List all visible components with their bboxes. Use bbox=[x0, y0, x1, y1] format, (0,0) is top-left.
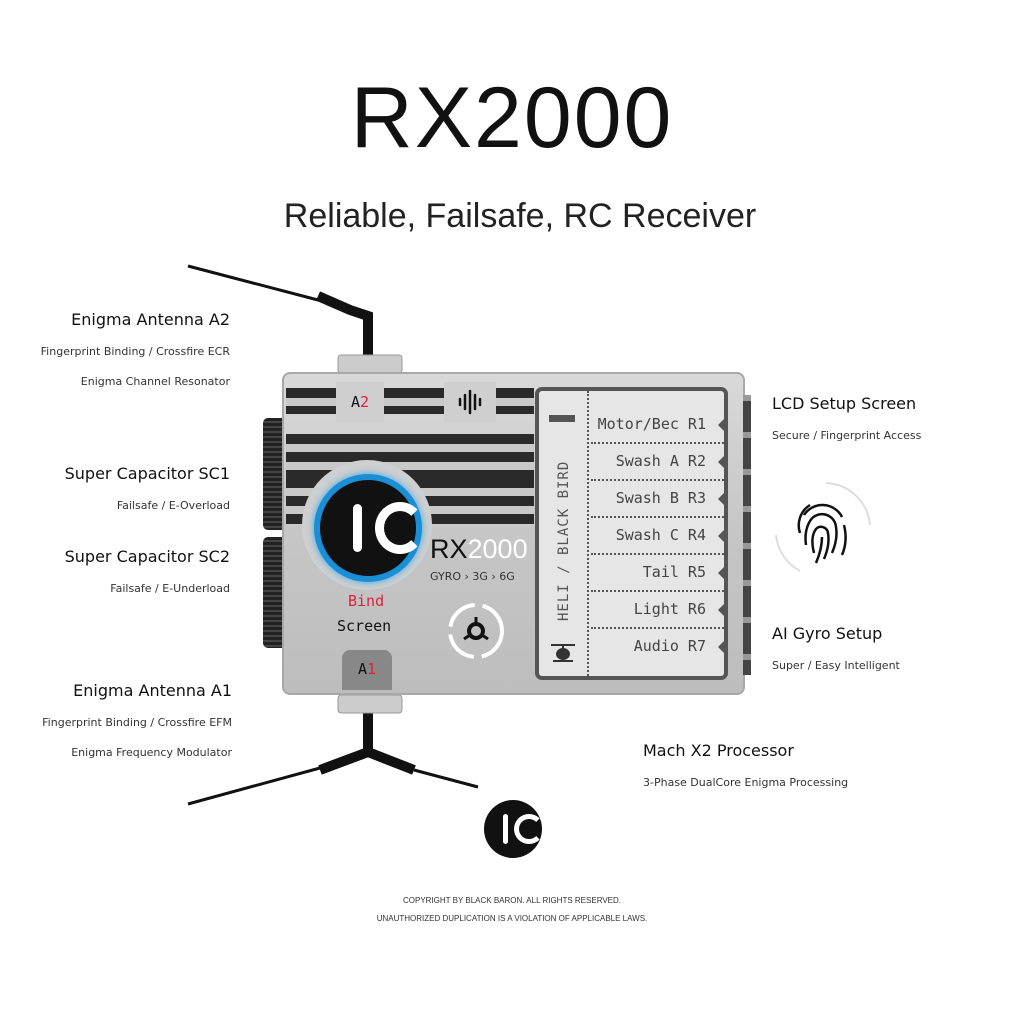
callout-a1-line1: Fingerprint Binding / Crossfire EFM bbox=[42, 716, 232, 729]
channel-row[interactable]: Swash C R4 bbox=[591, 518, 724, 555]
a1-port-label: A1 bbox=[342, 650, 392, 690]
logo-icon bbox=[353, 504, 362, 552]
audio-wave-icon bbox=[444, 382, 496, 422]
channel-row[interactable]: Swash B R3 bbox=[591, 481, 724, 518]
callout-sc1-title: Super Capacitor SC1 bbox=[64, 464, 230, 483]
channel-row[interactable]: Light R6 bbox=[591, 592, 724, 629]
copyright-line1: COPYRIGHT BY BLACK BARON. ALL RIGHTS RES… bbox=[403, 896, 621, 905]
callout-a2-line2: Enigma Channel Resonator bbox=[80, 375, 230, 388]
copyright-line2: UNAUTHORIZED DUPLICATION IS A VIOLATION … bbox=[376, 914, 648, 923]
lcd-model-name: HELI / BLACK BIRD bbox=[556, 460, 572, 621]
lcd-screen[interactable]: HELI / BLACK BIRD Motor/Bec R1 Swash A R… bbox=[535, 387, 728, 680]
callout-sc2-line1: Failsafe / E-Underload bbox=[110, 582, 230, 595]
vent-grill bbox=[286, 434, 534, 478]
gyro-icon bbox=[448, 603, 504, 659]
super-capacitor-sc2 bbox=[263, 537, 283, 648]
screen-label: Screen bbox=[337, 617, 392, 635]
servo-pins bbox=[743, 395, 751, 675]
antenna-a2-connector bbox=[337, 354, 403, 374]
logo-arc bbox=[375, 502, 425, 554]
callout-lcd-line1: Secure / Fingerprint Access bbox=[772, 429, 922, 442]
fingerprint-icon bbox=[775, 482, 871, 572]
vent-grill bbox=[286, 388, 534, 414]
callout-processor-line1: 3-Phase DualCore Enigma Processing bbox=[643, 776, 849, 789]
callout-gyro-title: AI Gyro Setup bbox=[772, 624, 883, 643]
callout-gyro-line1: Super / Easy Intelligent bbox=[772, 659, 900, 672]
callout-lcd-title: LCD Setup Screen bbox=[772, 394, 917, 413]
callout-a1-title: Enigma Antenna A1 bbox=[73, 681, 232, 700]
callout-sc1-line1: Failsafe / E-Overload bbox=[116, 499, 230, 512]
battery-icon bbox=[549, 415, 575, 422]
helicopter-icon bbox=[551, 644, 575, 662]
antenna-a2-stem bbox=[315, 291, 373, 360]
antenna-a2-wire bbox=[187, 264, 319, 302]
lcd-sidebar: HELI / BLACK BIRD bbox=[539, 391, 589, 676]
gyro-label: GYRO › 3G › 6G bbox=[430, 570, 515, 583]
channel-row[interactable]: Tail R5 bbox=[591, 555, 724, 592]
antenna-a1-wire-left bbox=[187, 766, 321, 806]
channel-row[interactable]: Swash A R2 bbox=[591, 444, 724, 481]
bind-label: Bind bbox=[348, 592, 385, 610]
callout-sc2-title: Super Capacitor SC2 bbox=[64, 547, 230, 566]
callout-a2-line1: Fingerprint Binding / Crossfire ECR bbox=[40, 345, 230, 358]
a2-port-label: A2 bbox=[336, 382, 384, 422]
channel-row[interactable]: Audio R7 bbox=[591, 629, 724, 666]
antenna-a1-stem bbox=[318, 712, 373, 775]
bind-button[interactable] bbox=[314, 474, 425, 582]
antenna-a1-wire-right bbox=[413, 768, 479, 789]
model-label: RX2000 bbox=[430, 534, 528, 564]
callout-processor-title: Mach X2 Processor bbox=[643, 741, 794, 760]
brand-logo-icon bbox=[484, 800, 544, 858]
antenna-a1-stem-right bbox=[366, 747, 416, 775]
antenna-a1-connector bbox=[337, 694, 403, 714]
page-title: RX2000 bbox=[350, 70, 674, 166]
callout-a2-title: Enigma Antenna A2 bbox=[71, 310, 230, 329]
channel-row[interactable]: Motor/Bec R1 bbox=[591, 407, 724, 444]
callout-a1-line2: Enigma Frequency Modulator bbox=[71, 746, 232, 759]
super-capacitor-sc1 bbox=[263, 418, 283, 530]
page-subtitle: Reliable, Failsafe, RC Receiver bbox=[283, 197, 757, 235]
